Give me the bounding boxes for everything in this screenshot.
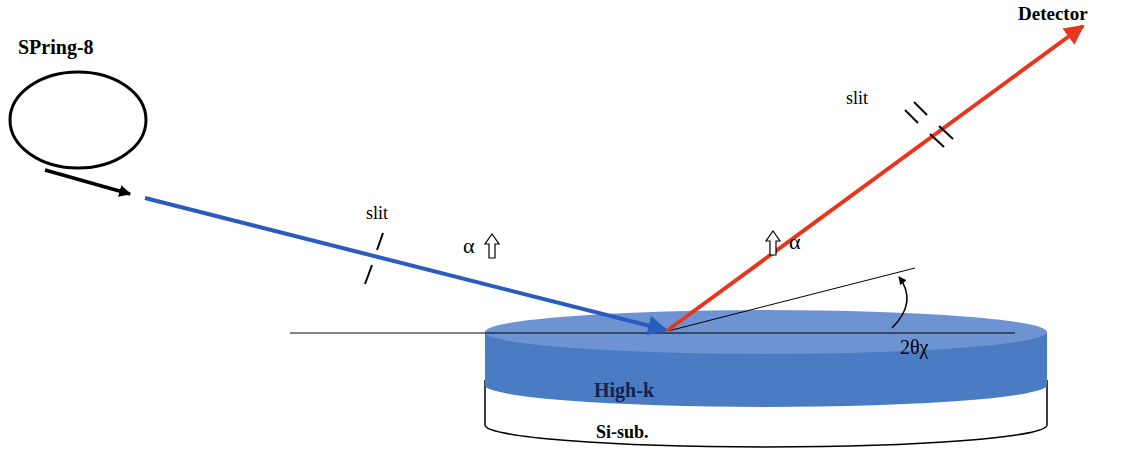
hollow-arrow [766,231,780,255]
film-top [485,310,1047,354]
angle-label: α [463,233,475,259]
node-label: High-k [594,379,654,402]
angle-arrow [892,277,907,328]
node-label: Si-sub. [596,422,649,443]
angle-label: α [789,229,801,255]
slit-blade [930,134,944,147]
diffracted-beam [668,26,1083,330]
ring-outline [10,72,146,168]
slit-blade [914,102,927,115]
slit-blade [939,126,953,139]
node-label: SPring-8 [18,36,94,59]
surface-line [290,333,1015,334]
storage-ring: SPring-8 [8,30,168,180]
incident-beam [145,198,666,330]
shape-outline [484,305,1050,415]
angle-label: 2θχ [900,336,928,359]
slit-label: slit [366,203,388,224]
hollow-arrow [485,234,499,258]
in-plane-line [668,268,915,331]
detector-label: Detector [1018,3,1088,25]
slit-blade [365,265,372,284]
ring-exit-arrow [45,170,130,194]
slit-label: slit [846,88,868,109]
slit-blade [377,233,383,250]
slit-blade [905,110,918,123]
high-k-film: High-k [484,305,1050,415]
